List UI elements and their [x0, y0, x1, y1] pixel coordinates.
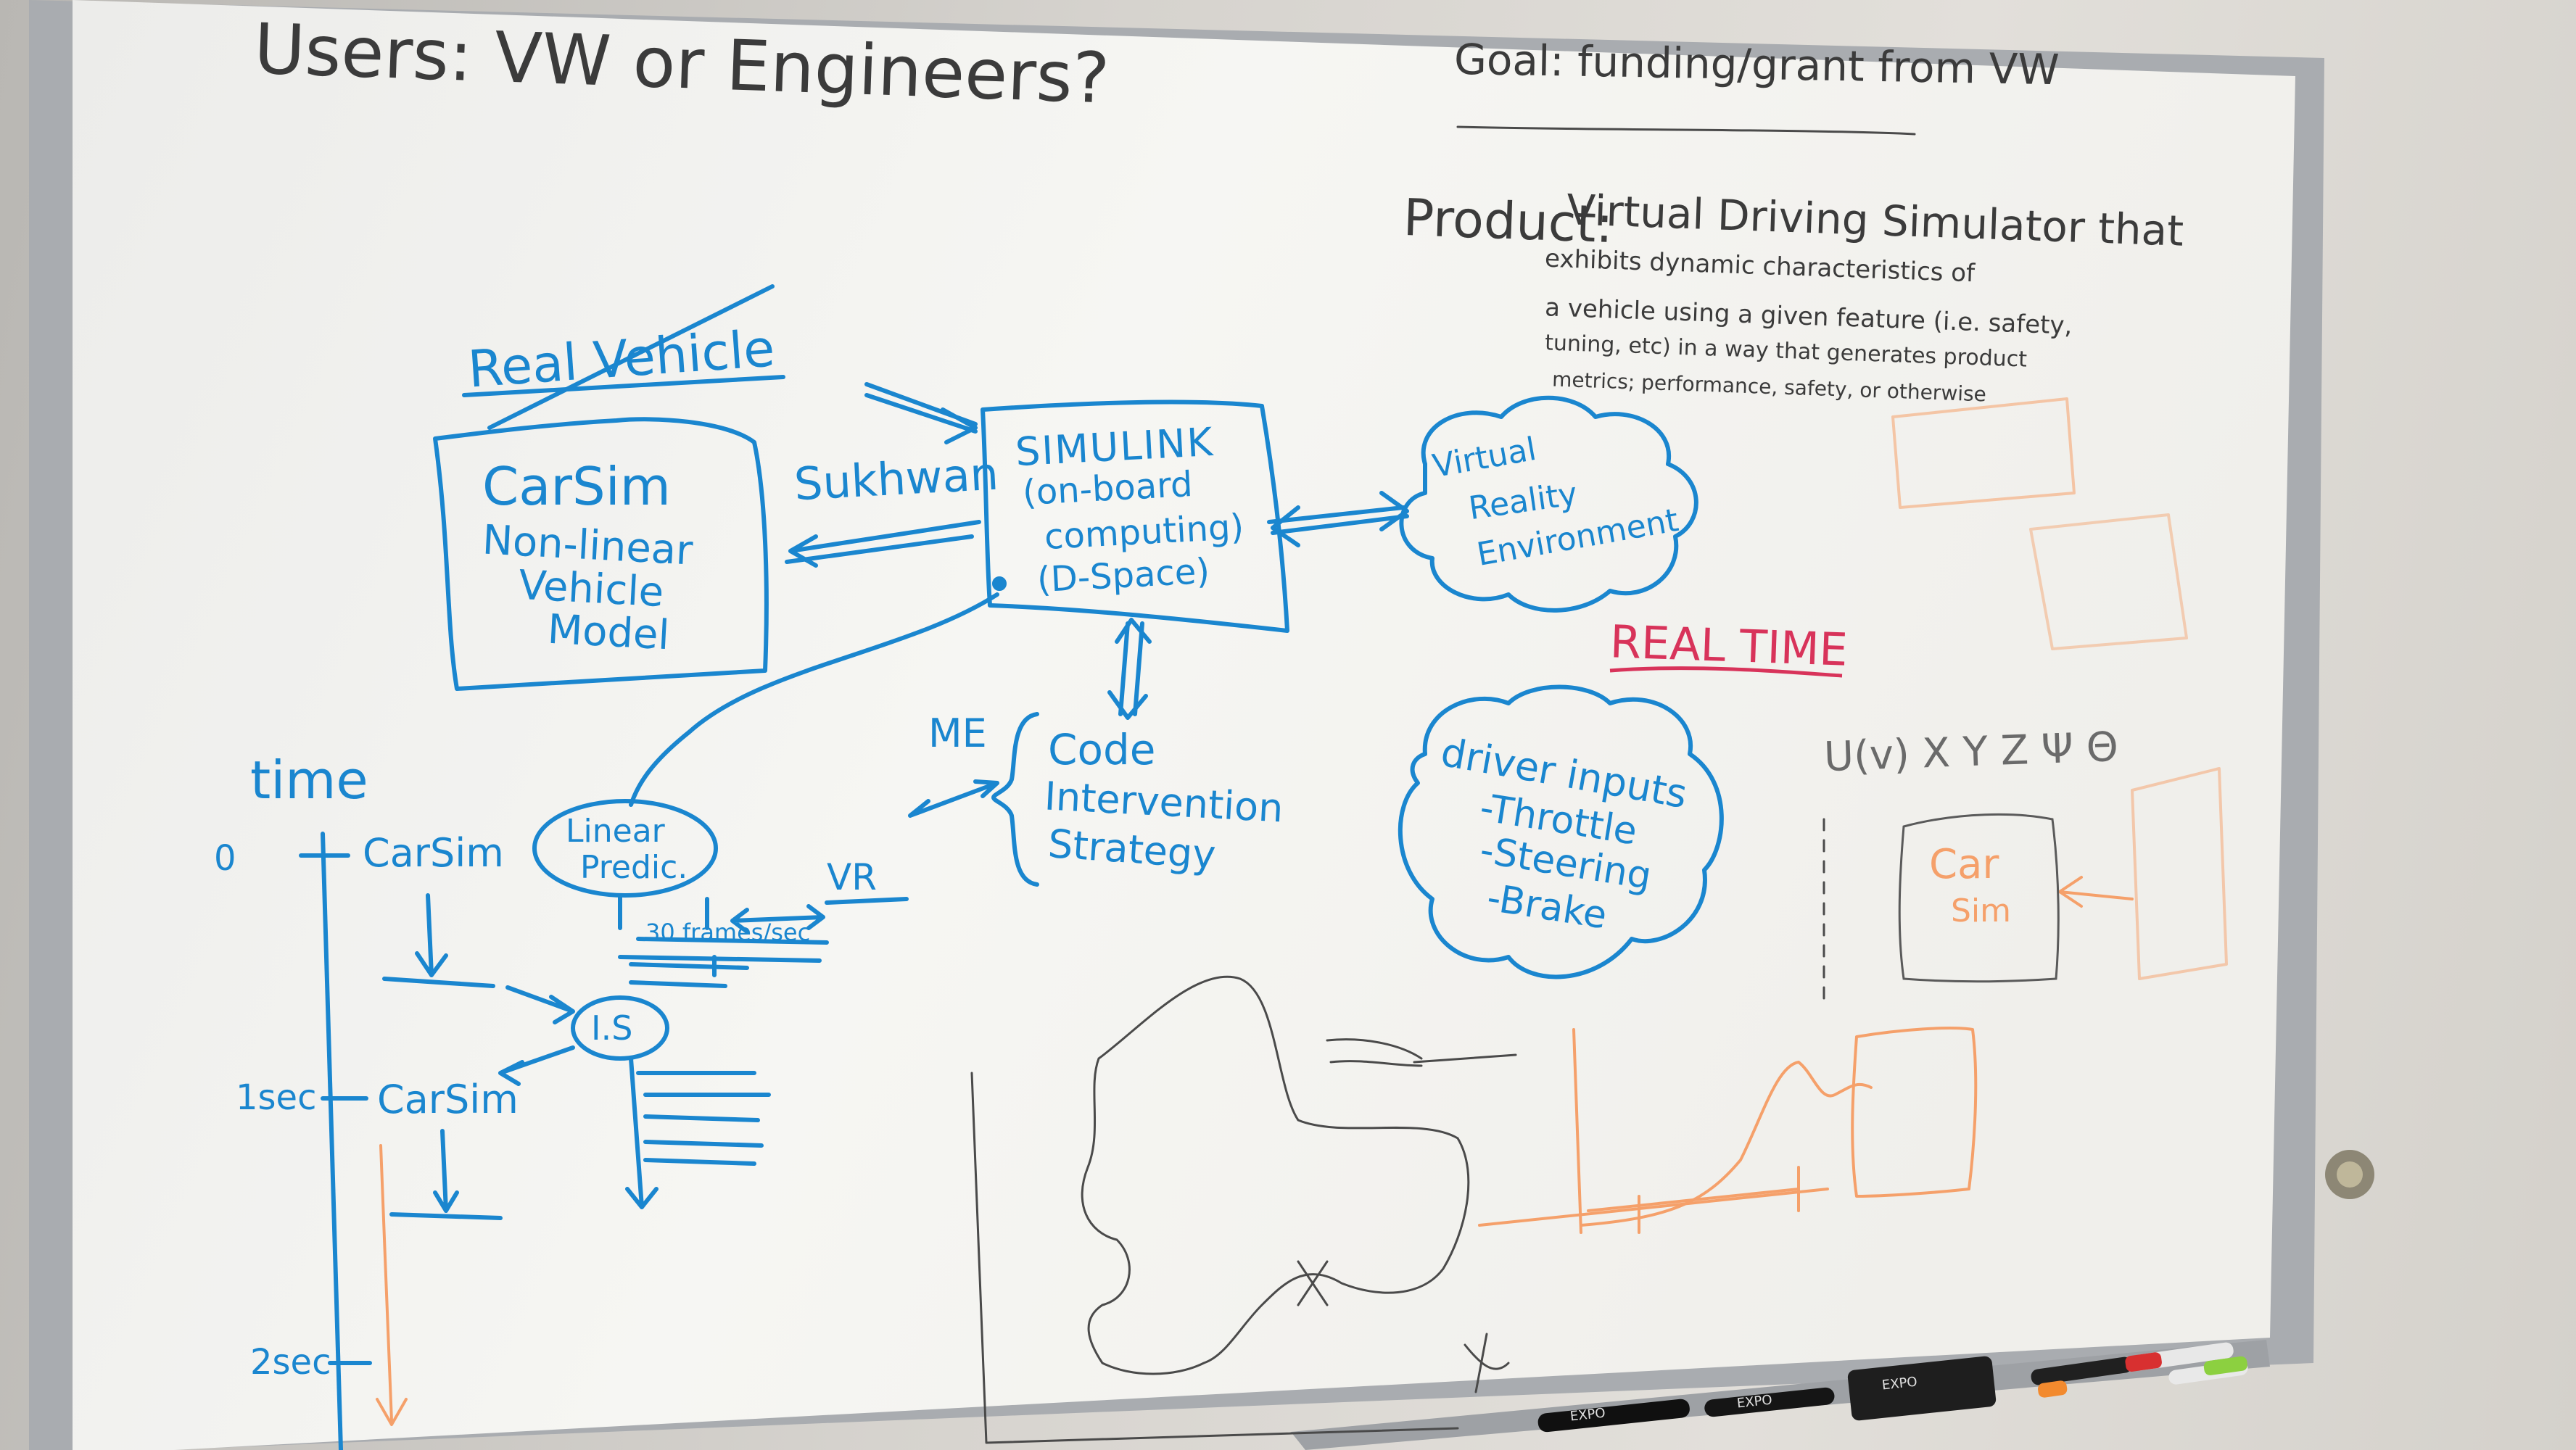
state-variables-label: U(v) X Y Z Ψ Θ [1822, 723, 2119, 782]
sketch-track [1081, 975, 1470, 1375]
marker-pens [1537, 1342, 2248, 1433]
simulink-line-3: computing) [1043, 506, 1245, 558]
tray-marker-label-1: EXPO [1569, 1405, 1606, 1425]
vr-cloud [1399, 395, 1698, 613]
is-label: I.S [591, 1008, 633, 1048]
timeline-t0: 0 [214, 838, 236, 879]
car-sim-box [1898, 813, 2060, 983]
carsim-box-line-3: Vehicle [517, 561, 665, 617]
orange-graph-curve [1580, 1061, 1873, 1227]
carsim-box-line-4: Model [546, 605, 671, 660]
arrow-real-vehicle-simulink [864, 382, 978, 444]
sketch-x-bottom [1464, 1333, 1510, 1393]
linear-predic-line-1: Linear [566, 813, 665, 850]
arrow-to-carsim-2 [785, 534, 974, 564]
real-vehicle-underline [462, 375, 785, 397]
car-sim-line-1: Car [1929, 841, 1999, 888]
simulink-line-4: (D-Space) [1036, 550, 1211, 601]
whiteboard-surface [73, 0, 2295, 1450]
code-brace [991, 712, 1039, 887]
driver-inputs-cloud [1398, 684, 1724, 979]
linear-predic-line-2: Predic. [580, 849, 688, 886]
frames-label: 30 frames/sec [645, 919, 811, 946]
car-sim-line-2: Sim [1951, 892, 2012, 929]
timeline-carsim-2: CarSim [377, 1077, 519, 1122]
tray-marker-label-2: EXPO [1735, 1392, 1773, 1412]
simulink-dot [992, 576, 1007, 591]
sketch-x-small [1297, 1260, 1329, 1306]
real-time-label: REAL TIME [1609, 615, 1849, 676]
arrow-simulink-vr [1267, 491, 1409, 547]
carsim-box [433, 417, 769, 691]
tray-marker-label-3: EXPO [1881, 1374, 1918, 1393]
code-line-1: Code [1048, 725, 1156, 774]
sketch-box [970, 1072, 1459, 1444]
real-vehicle-strike [487, 284, 775, 430]
goal-heading: Goal: funding/grant from VW [1453, 34, 2060, 95]
timeline-label: time [250, 750, 368, 811]
is-ellipse [571, 995, 669, 1061]
orange-graph-axes [1478, 1028, 1829, 1234]
timeline-axis [321, 832, 343, 1450]
carsim-box-line-1: CarSim [482, 456, 671, 517]
orange-box-graph [1851, 1027, 1978, 1198]
carsim-box-line-2: Non-linear [481, 516, 694, 575]
sukhwan-label: Sukhwan [793, 447, 1000, 511]
goal-underline [1456, 125, 1916, 136]
linear-predic-ellipse [532, 799, 718, 898]
simulink-line-2: (on-board [1021, 463, 1194, 514]
sketch-car [1326, 1038, 1517, 1067]
vr-label: VR [827, 856, 877, 898]
timeline-t1: 1sec [236, 1077, 317, 1118]
code-line-2: Intervention [1043, 773, 1285, 832]
eraser [1847, 1356, 1997, 1421]
link-simulink-linear [629, 592, 999, 807]
arrow-simulink-code [1107, 618, 1152, 720]
code-line-3: Strategy [1046, 821, 1218, 878]
me-label: ME [928, 710, 987, 756]
timeline-carsim-1: CarSim [363, 830, 504, 876]
timeline-t2: 2sec [250, 1342, 331, 1383]
simulink-box [981, 399, 1289, 633]
is-down-arrow [625, 1056, 659, 1209]
